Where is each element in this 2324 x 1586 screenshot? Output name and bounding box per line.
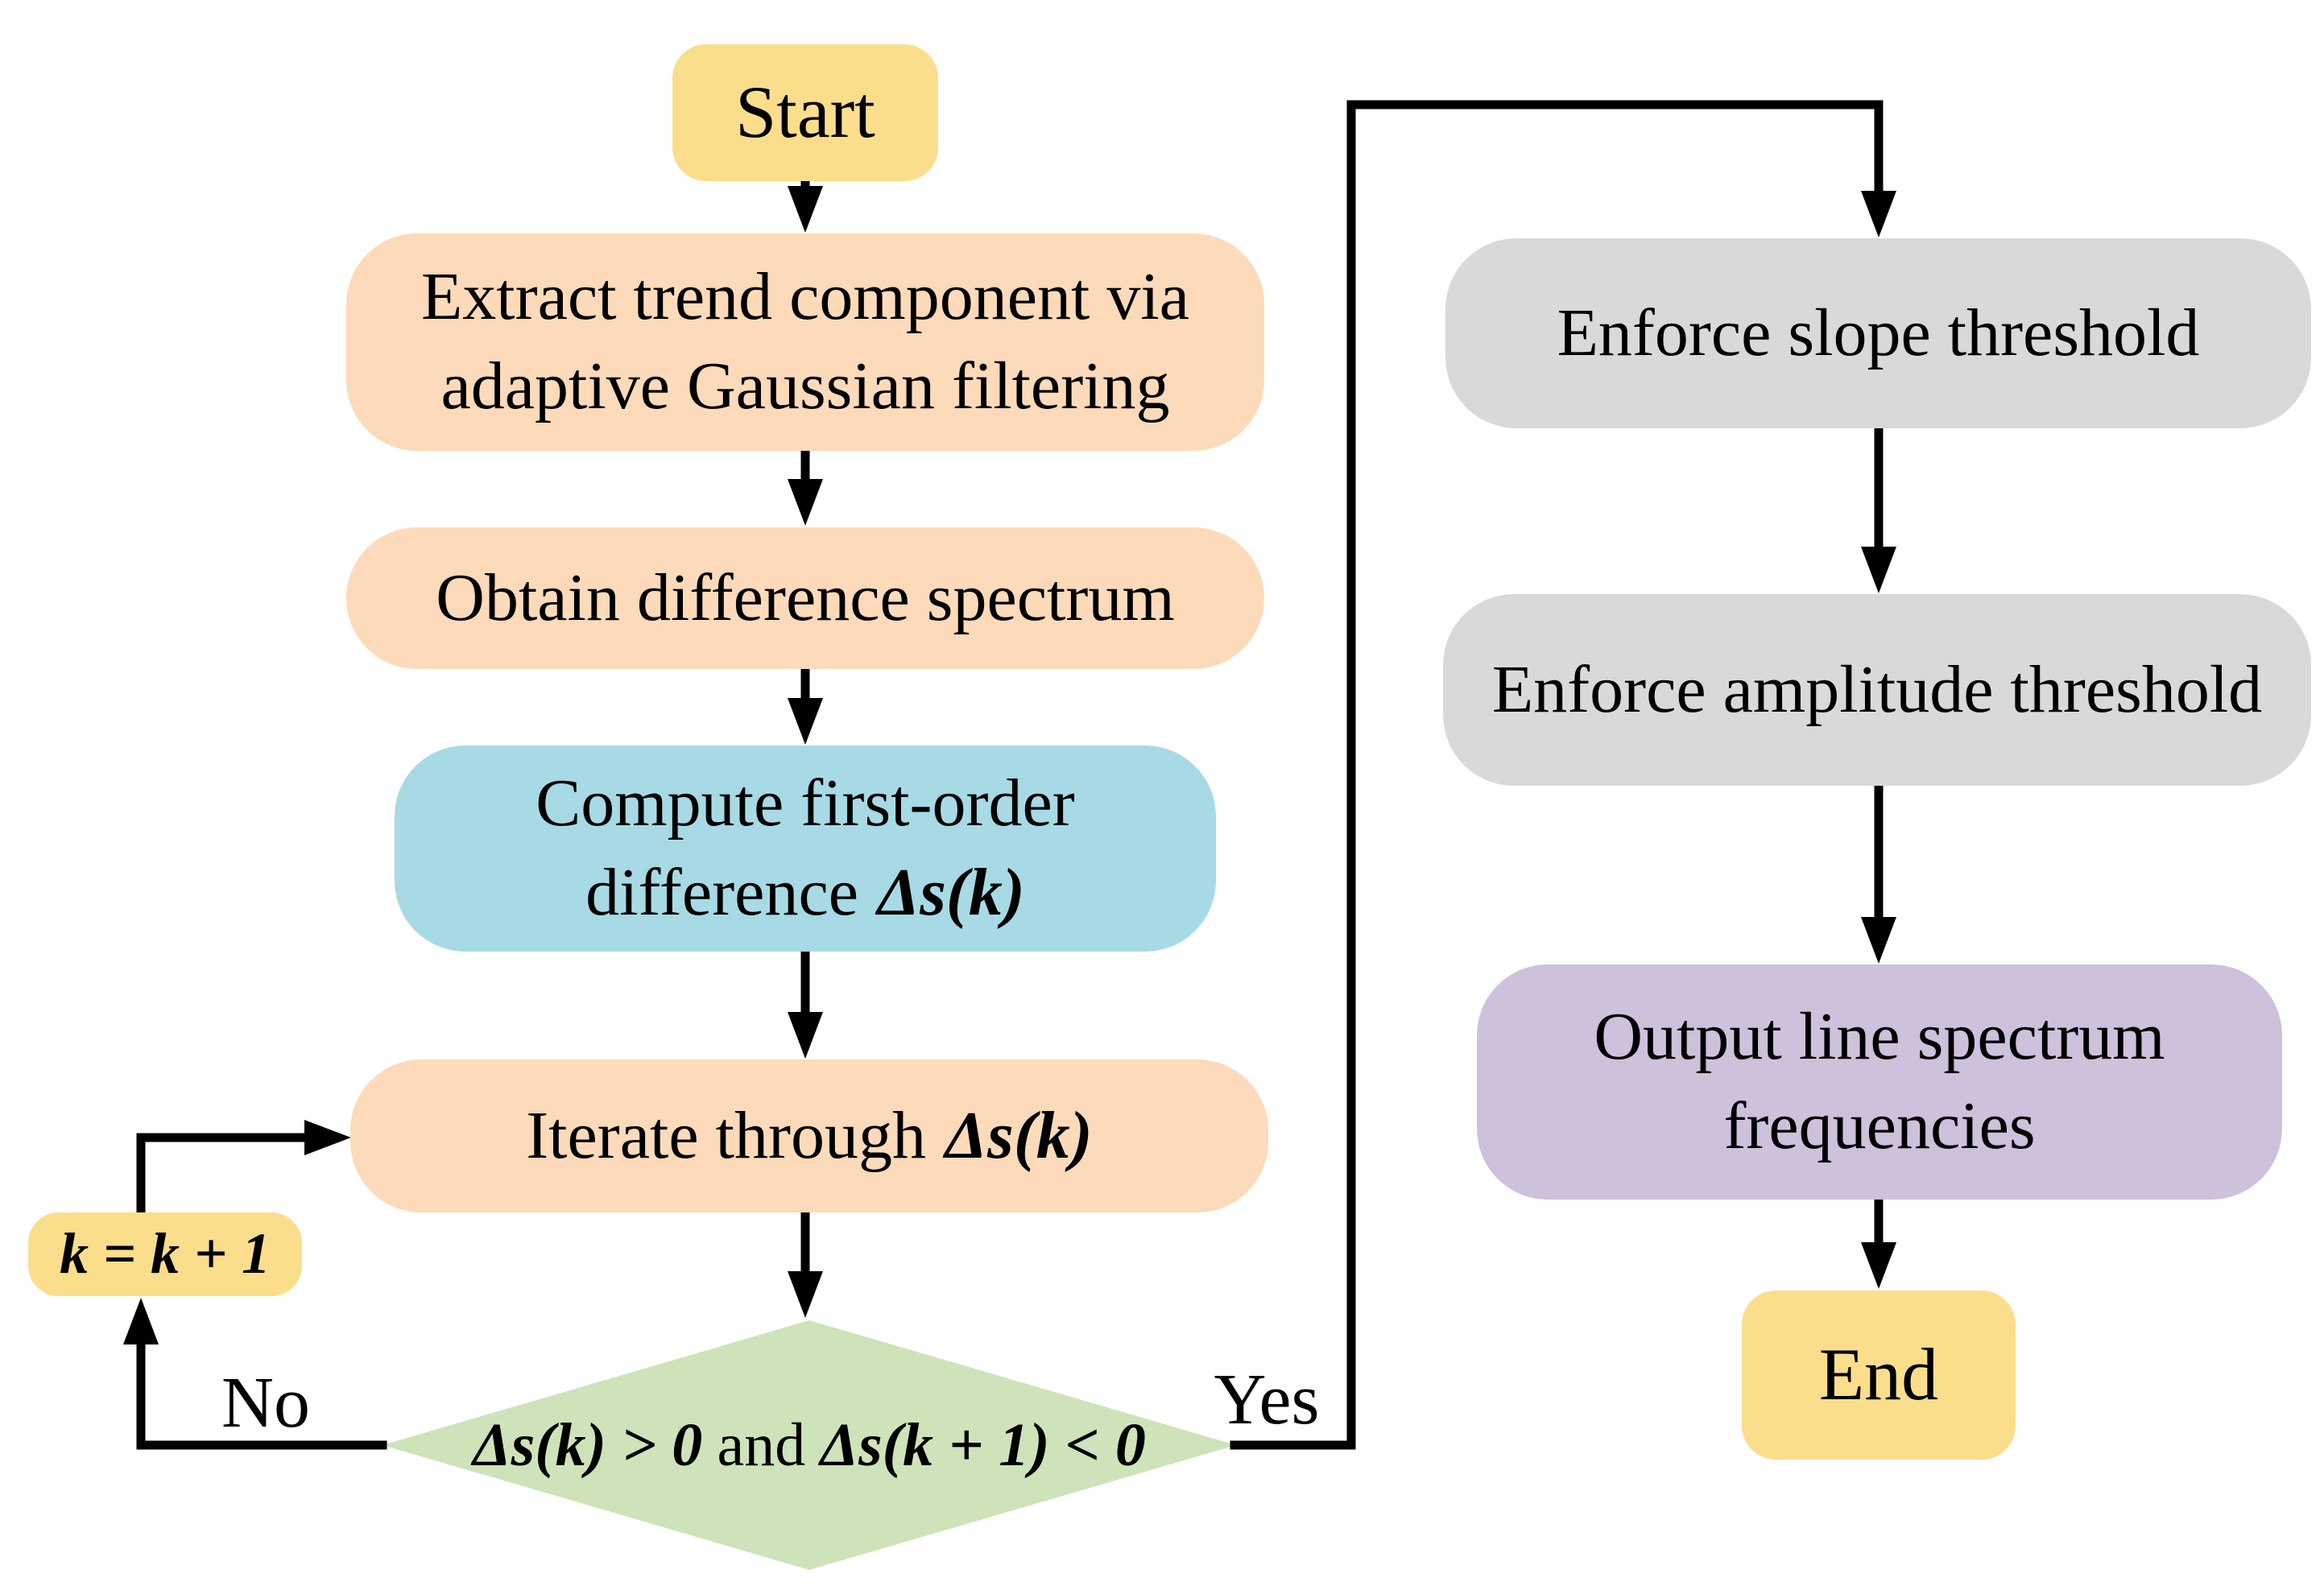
arrowhead-down-icon: [1861, 191, 1896, 237]
node-output-line1: Output line spectrum: [1594, 999, 2165, 1075]
connectors: [123, 100, 1896, 1450]
node-iterate-math: Δs(k): [945, 1097, 1093, 1173]
node-compute-line1: Compute first-order: [536, 766, 1075, 841]
node-amplitude-label: Enforce amplitude threshold: [1491, 651, 2263, 727]
label-yes-text: Yes: [1214, 1359, 1320, 1439]
node-start-label: Start: [735, 71, 875, 154]
node-extract-line1: Extract trend component via: [421, 259, 1189, 335]
node-amplitude-threshold: Enforce amplitude threshold: [1443, 594, 2311, 786]
node-obtain-label: Obtain difference spectrum: [436, 560, 1175, 635]
arrowhead-down-icon: [788, 1271, 823, 1318]
node-extract-trend: Extract trend component via adaptive Gau…: [346, 233, 1264, 451]
arrowhead-down-icon: [788, 1012, 823, 1059]
label-no: No: [173, 1362, 358, 1443]
decision-math1: Δs(k) > 0: [473, 1410, 703, 1479]
node-slope-label: Enforce slope threshold: [1557, 295, 2200, 370]
arrowhead-down-icon: [1861, 547, 1896, 593]
edge-decision-no: [136, 1338, 387, 1450]
node-extract-line2: adaptive Gaussian filtering: [440, 349, 1170, 423]
decision-math2: Δs(k + 1) < 0: [820, 1410, 1146, 1479]
arrowhead-up-icon: [123, 1298, 159, 1344]
node-compute-line2-math: Δs(k): [877, 855, 1025, 930]
decision-diamond-shape: [383, 1320, 1236, 1570]
label-no-text: No: [221, 1362, 310, 1443]
node-compute-line2-text: difference: [585, 855, 859, 930]
arrowhead-right-icon: [304, 1120, 351, 1155]
edge-increment-iterate: [136, 1133, 311, 1217]
node-increment-k: k = k + 1: [28, 1212, 302, 1296]
decision-conjunction: and: [717, 1410, 806, 1479]
arrowhead-down-icon: [788, 186, 823, 233]
edge-decision-yes: [1230, 100, 1884, 1450]
node-start: Start: [672, 44, 938, 181]
node-output-line2: frequencies: [1723, 1088, 2036, 1163]
node-iterate-text: Iterate through: [526, 1097, 926, 1173]
node-output-frequencies: Output line spectrum frequencies: [1477, 964, 2282, 1200]
node-end: End: [1742, 1291, 2016, 1460]
label-yes: Yes: [1190, 1359, 1343, 1439]
node-increment-label: k = k + 1: [59, 1221, 271, 1287]
arrowhead-down-icon: [788, 698, 823, 745]
node-obtain-difference-spectrum: Obtain difference spectrum: [346, 527, 1264, 669]
node-end-label: End: [1818, 1333, 1939, 1416]
arrowhead-down-icon: [788, 479, 823, 526]
node-slope-threshold: Enforce slope threshold: [1445, 238, 2311, 428]
arrowhead-down-icon: [1861, 1242, 1896, 1289]
arrowhead-down-icon: [1861, 917, 1896, 964]
